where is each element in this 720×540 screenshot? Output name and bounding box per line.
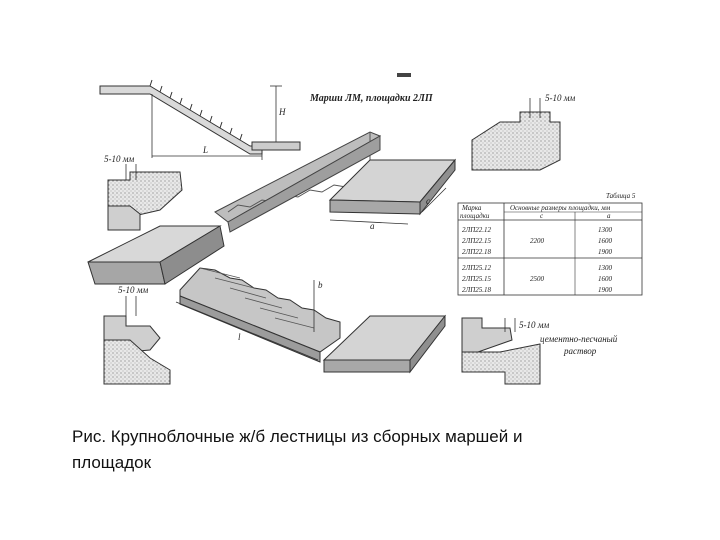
row2-a-2: 1600 <box>598 275 613 283</box>
flight-elevation <box>99 79 301 160</box>
lower-flight <box>175 267 341 363</box>
row2-a-3: 1900 <box>598 286 613 294</box>
row2-c: 2500 <box>530 275 545 283</box>
gap-detail-left-lower <box>103 296 171 385</box>
row2-a-1: 1300 <box>598 264 613 272</box>
row1-a-3: 1900 <box>598 248 613 256</box>
row1-mark-3: 2ЛП22.18 <box>462 248 492 256</box>
figure-title: Марши ЛМ, площадки 2ЛП <box>309 93 434 104</box>
row1-a-2: 1600 <box>598 237 613 245</box>
dim-c: c <box>426 196 430 206</box>
gap-label-4: 5-10 мм <box>519 320 549 330</box>
caption-line-1: Рис. Крупноблочные ж/б лестницы из сборн… <box>72 427 523 446</box>
mortar-label-2: раствор <box>563 346 597 356</box>
landing-lower <box>322 314 447 374</box>
gap-label-2: 5-10 мм <box>104 154 134 164</box>
dim-l: l <box>238 332 241 342</box>
row1-c: 2200 <box>530 237 545 245</box>
row2-mark-3: 2ЛП25.18 <box>462 286 492 294</box>
gap-label-3: 5-10 мм <box>118 285 148 295</box>
sizes-table: Таблица 5 Марка площадки Основные размер… <box>457 192 643 296</box>
caption-line-2: площадок <box>72 453 152 472</box>
table-header-mark-2: площадки <box>460 212 490 220</box>
table-header-mark-1: Марка <box>461 204 482 212</box>
row1-mark-2: 2ЛП22.15 <box>462 237 492 245</box>
dim-b: b <box>318 280 323 290</box>
mortar-label-1: цементно-песчаный <box>540 334 618 344</box>
table-header-main: Основные размеры площадки, мм <box>510 204 611 212</box>
row1-a-1: 1300 <box>598 226 613 234</box>
landing-left <box>87 225 225 285</box>
figure-caption: Рис. Крупноблочные ж/б лестницы из сборн… <box>72 424 672 476</box>
row2-mark-1: 2ЛП25.12 <box>462 264 492 272</box>
table-header-a: a <box>607 212 611 220</box>
dim-H: H <box>278 107 286 117</box>
gap-label-1: 5-10 мм <box>545 93 575 103</box>
dim-a: a <box>370 221 375 231</box>
table-title: Таблица 5 <box>606 192 636 200</box>
gap-detail-right-lower <box>461 317 541 385</box>
dim-L: L <box>202 145 208 155</box>
gap-detail-left-upper <box>107 164 183 231</box>
landing-upper <box>328 158 457 225</box>
row1-mark-1: 2ЛП22.12 <box>462 226 492 234</box>
table-header-c: c <box>540 212 544 220</box>
gap-detail-top-right <box>471 98 561 171</box>
row2-mark-2: 2ЛП25.15 <box>462 275 492 283</box>
top-mark <box>397 73 411 77</box>
